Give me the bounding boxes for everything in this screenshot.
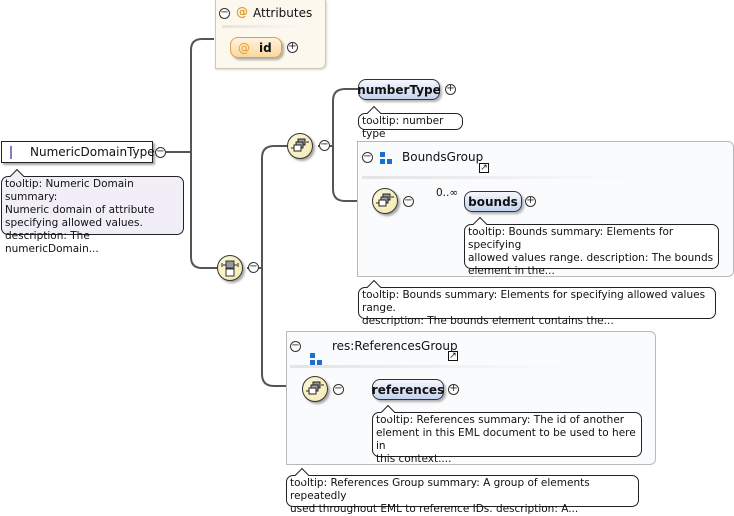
attribute-icon: @ [236,5,248,19]
bounds-element[interactable]: bounds [464,191,522,212]
references-sequence-collapse-button[interactable]: − [333,383,344,395]
bounds-label: bounds [468,194,518,209]
tooltip-line: tooltip: References summary: The id of a… [376,414,625,426]
sequence-branch [261,145,302,387]
complex-type-icon [10,145,12,159]
attributes-container: − @ Attributes @ id + [215,0,326,69]
tooltip-line: element in the... [468,265,555,277]
inner-sequence-compositor[interactable] [287,133,313,159]
tooltip-line: tooltip: Bounds summary: Elements for sp… [468,226,674,251]
attribute-icon: @ [238,40,250,55]
choice-sequence-icon [306,381,324,395]
references-element[interactable]: references [372,379,444,400]
inner-branch [332,88,372,202]
number-type-label: numberType [357,82,441,97]
root-element-node[interactable]: NumericDomainType [1,141,155,163]
choice-sequence-icon [376,193,394,207]
references-group-separator [290,365,580,368]
bounds-sequence-compositor[interactable] [372,188,398,214]
root-tooltip: tooltip: Numeric Domain summary: Numeric… [1,176,184,255]
go-to-definition-icon[interactable]: ↗ [448,351,458,361]
attributes-collapse-button[interactable]: − [219,7,230,19]
attribute-id-node[interactable]: @ id [230,37,282,58]
references-group-title: res:ReferencesGroup [332,339,458,353]
attributes-title: Attributes [253,6,313,20]
references-sequence-compositor[interactable] [302,376,328,402]
number-type-element[interactable]: numberType [357,79,441,100]
references-expand-button[interactable]: + [448,383,459,395]
references-group-collapse-button[interactable]: − [290,340,301,352]
attribute-id-label: id [259,40,272,55]
go-to-definition-icon[interactable]: ↗ [479,163,489,173]
sequence-icon [221,260,239,277]
tooltip-line: allowed values range. description: The b… [468,252,714,264]
tooltip-line: used throughout EML to reference IDs. de… [290,503,579,515]
tooltip-line: tooltip: Numeric Domain summary: [5,178,134,203]
tooltip-line: tooltip: Bounds summary: Elements for sp… [362,289,706,314]
tooltip-line: this context.... [376,453,452,465]
sequence-collapse-button[interactable]: − [248,261,259,273]
references-label: references [371,382,445,397]
bounds-group-tooltip: tooltip: Bounds summary: Elements for sp… [358,287,716,327]
root-collapse-button[interactable]: − [155,146,166,158]
bounds-tooltip: tooltip: Bounds summary: Elements for sp… [464,224,719,277]
tooltip-line: description: The numericDomain... [5,230,99,255]
bounds-group-separator [362,176,642,179]
inner-sequence-collapse-button[interactable]: − [319,139,330,151]
tooltip-line: description: The bounds element contains… [362,315,614,327]
tooltip-line: Numeric domain of attribute [5,204,155,216]
number-type-tooltip: tooltip: number type [358,113,463,140]
bounds-group-collapse-button[interactable]: − [362,151,373,163]
group-icon [380,152,392,164]
tooltip-line: tooltip: References Group summary: A gro… [290,477,590,502]
references-tooltip: tooltip: References summary: The id of a… [372,412,642,465]
tooltip-line: tooltip: number type [362,115,444,140]
bounds-sequence-collapse-button[interactable]: − [403,195,414,207]
bounds-expand-button[interactable]: + [525,195,536,207]
attribute-id-expand-button[interactable]: + [287,41,298,53]
tooltip-line: element in this EML document to be used … [376,427,636,452]
cardinality-label: 0..∞ [436,187,459,199]
number-type-expand-button[interactable]: + [445,83,456,95]
group-icon [310,353,322,365]
root-branch [190,38,217,269]
sequence-compositor[interactable] [217,255,243,281]
choice-sequence-icon [291,138,309,152]
attributes-separator [222,25,312,28]
tooltip-line: specifying allowed values. [5,217,143,229]
bounds-group-title: BoundsGroup [402,150,484,164]
references-group-tooltip: tooltip: References Group summary: A gro… [286,475,639,515]
root-element-label: NumericDomainType [30,145,155,159]
